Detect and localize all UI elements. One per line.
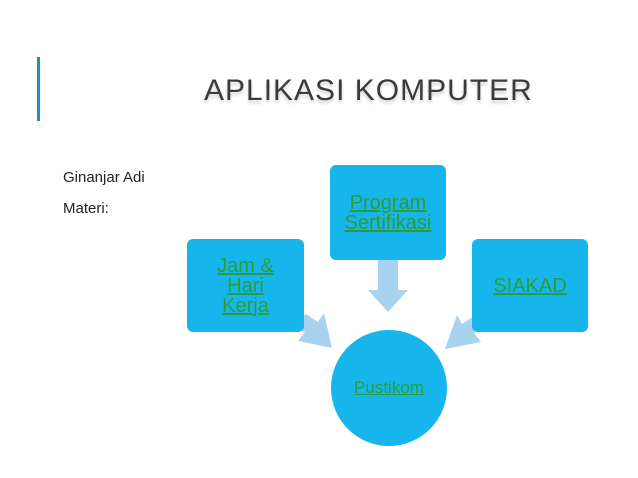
node-siakad-link[interactable]: SIAKAD xyxy=(493,274,567,297)
node-pustikom-link[interactable]: Pustikom xyxy=(354,378,424,397)
node-jam-hari-kerja-link[interactable]: Jam & Hari Kerja xyxy=(217,254,274,317)
node-siakad[interactable]: SIAKAD xyxy=(472,239,588,332)
node-pustikom[interactable]: Pustikom xyxy=(331,330,447,446)
slide-title: APLIKASI KOMPUTER xyxy=(204,74,533,107)
node-jam-hari-kerja[interactable]: Jam & Hari Kerja xyxy=(187,239,304,332)
node-program-sertifikasi-link[interactable]: Program Sertifikasi xyxy=(344,191,432,234)
accent-bar xyxy=(37,57,40,121)
node-program-sertifikasi[interactable]: Program Sertifikasi xyxy=(330,165,446,260)
arrow-top-to-center xyxy=(368,260,408,312)
materi-label: Materi: xyxy=(63,200,109,217)
author-name: Ginanjar Adi xyxy=(63,169,145,186)
